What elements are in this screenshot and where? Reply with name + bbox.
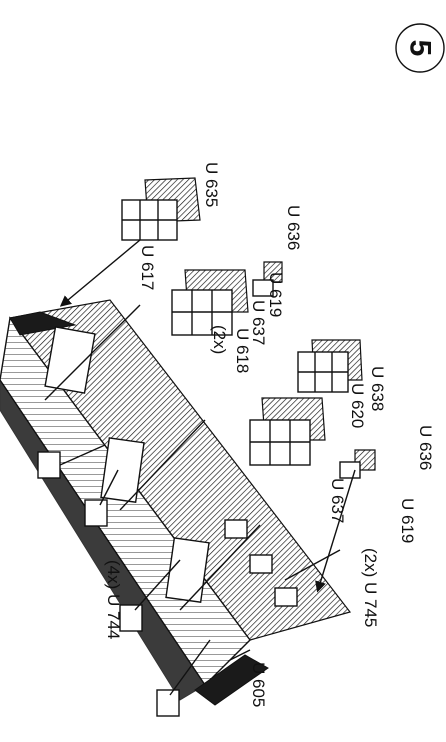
part-u636-a bbox=[263, 261, 283, 283]
label-u619-b: U 619 bbox=[398, 498, 417, 543]
label-u619-a: U 619 bbox=[266, 272, 285, 317]
label-u617: U 617 bbox=[138, 245, 157, 290]
label-u636-a: U 636 bbox=[284, 205, 303, 250]
label-u635: U 635 bbox=[202, 162, 221, 207]
label-u744: (4x) U 744 bbox=[104, 560, 123, 639]
part-u620 bbox=[297, 351, 349, 393]
part-u637-window bbox=[249, 419, 311, 466]
label-u637-a: U 637 bbox=[249, 300, 268, 345]
step-number: 5 bbox=[404, 40, 437, 57]
label-u638: U 638 bbox=[368, 366, 387, 411]
part-u619-b bbox=[339, 461, 361, 479]
part-u617 bbox=[121, 199, 178, 241]
coach-body bbox=[0, 299, 352, 706]
label-u637-b: U 637 bbox=[328, 478, 347, 523]
label-u618-qty: (2x) bbox=[210, 325, 229, 354]
leader-lines bbox=[59, 239, 356, 696]
part-u744-group bbox=[37, 451, 180, 717]
label-u745: (2x) U 745 bbox=[361, 548, 380, 627]
label-u618: U 618 bbox=[233, 328, 252, 373]
part-labels: U 635 U 617 U 636 U 619 U 637 U 618 (2x)… bbox=[104, 162, 435, 707]
label-u620: U 620 bbox=[348, 383, 367, 428]
step-badge: 5 bbox=[395, 23, 445, 73]
part-u618 bbox=[171, 289, 233, 336]
label-u636-b: U 636 bbox=[416, 425, 435, 470]
part-u619-a bbox=[252, 279, 274, 297]
label-u605: U 605 bbox=[249, 662, 268, 707]
